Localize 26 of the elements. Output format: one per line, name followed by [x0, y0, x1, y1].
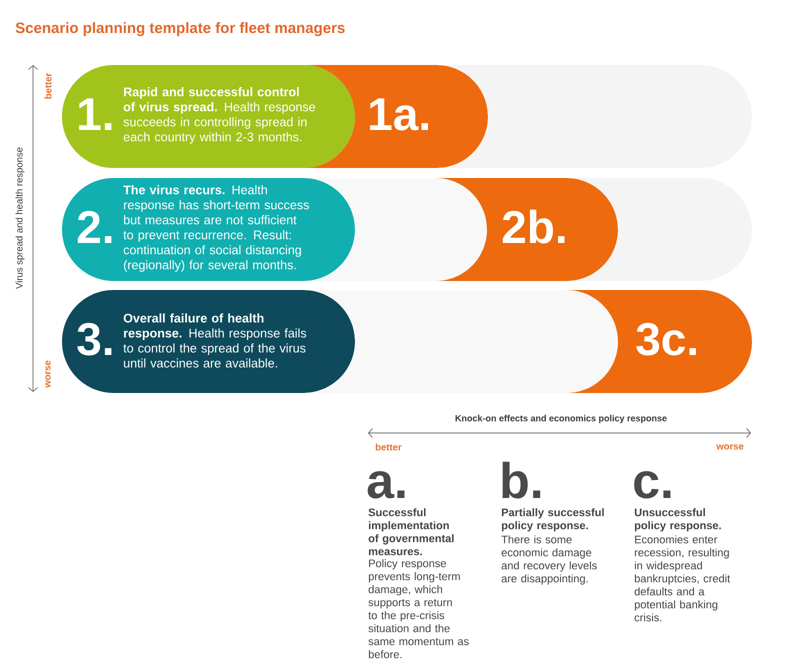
option-letter: a. — [368, 471, 404, 498]
title: Scenario planning template for fleet managers — [16, 22, 345, 36]
option-letter: b. — [502, 462, 540, 498]
scenario-pill — [62, 178, 355, 281]
scenario-pill — [62, 290, 355, 393]
axis-end-label: worse — [716, 444, 744, 450]
option-text: Policy response prevents long-term damage, which supports a return to the pre-crisis situation and the same momentum as before. — [368, 559, 469, 658]
step-number: 3. — [77, 322, 112, 356]
option-text: There is some economic damage and recovery levels are disappointing. — [501, 535, 597, 585]
axis-end-label: better — [376, 444, 402, 450]
outcome-pill: 3c. — [566, 290, 752, 393]
scenario-pill — [62, 65, 355, 168]
axis-title: Knock-on effects and economics policy response — [456, 414, 667, 424]
option-text: Economies enter recession, resulting in widespread bankruptcies, credit defaults and a potential banking crisis. — [634, 535, 730, 622]
option-letter: c. — [634, 471, 670, 498]
option-heading: Unsuccessful policy response. — [634, 508, 721, 532]
outcome-pill: 2b. — [436, 178, 618, 281]
axis-end-label: better — [44, 72, 52, 99]
axis-title: Virus spread and health response — [16, 148, 24, 289]
step-number: 1. — [79, 98, 112, 130]
step-number: 2. — [78, 210, 112, 243]
option-heading: Partially successful policy response. — [502, 508, 604, 532]
axis-end-label: worse — [45, 360, 51, 388]
option-heading: Successful implementation of governmental measures. — [368, 508, 454, 556]
scenario-text: The virus recurs. Health response has short-term success but measures are not sufficient to prevent recurrence. Result: continuation of social distancing (regionally) for several months. — [123, 185, 309, 272]
scenario-text: Overall failure of health response. Health response fails to control the spread of the virus until vaccines are available. — [123, 313, 306, 368]
